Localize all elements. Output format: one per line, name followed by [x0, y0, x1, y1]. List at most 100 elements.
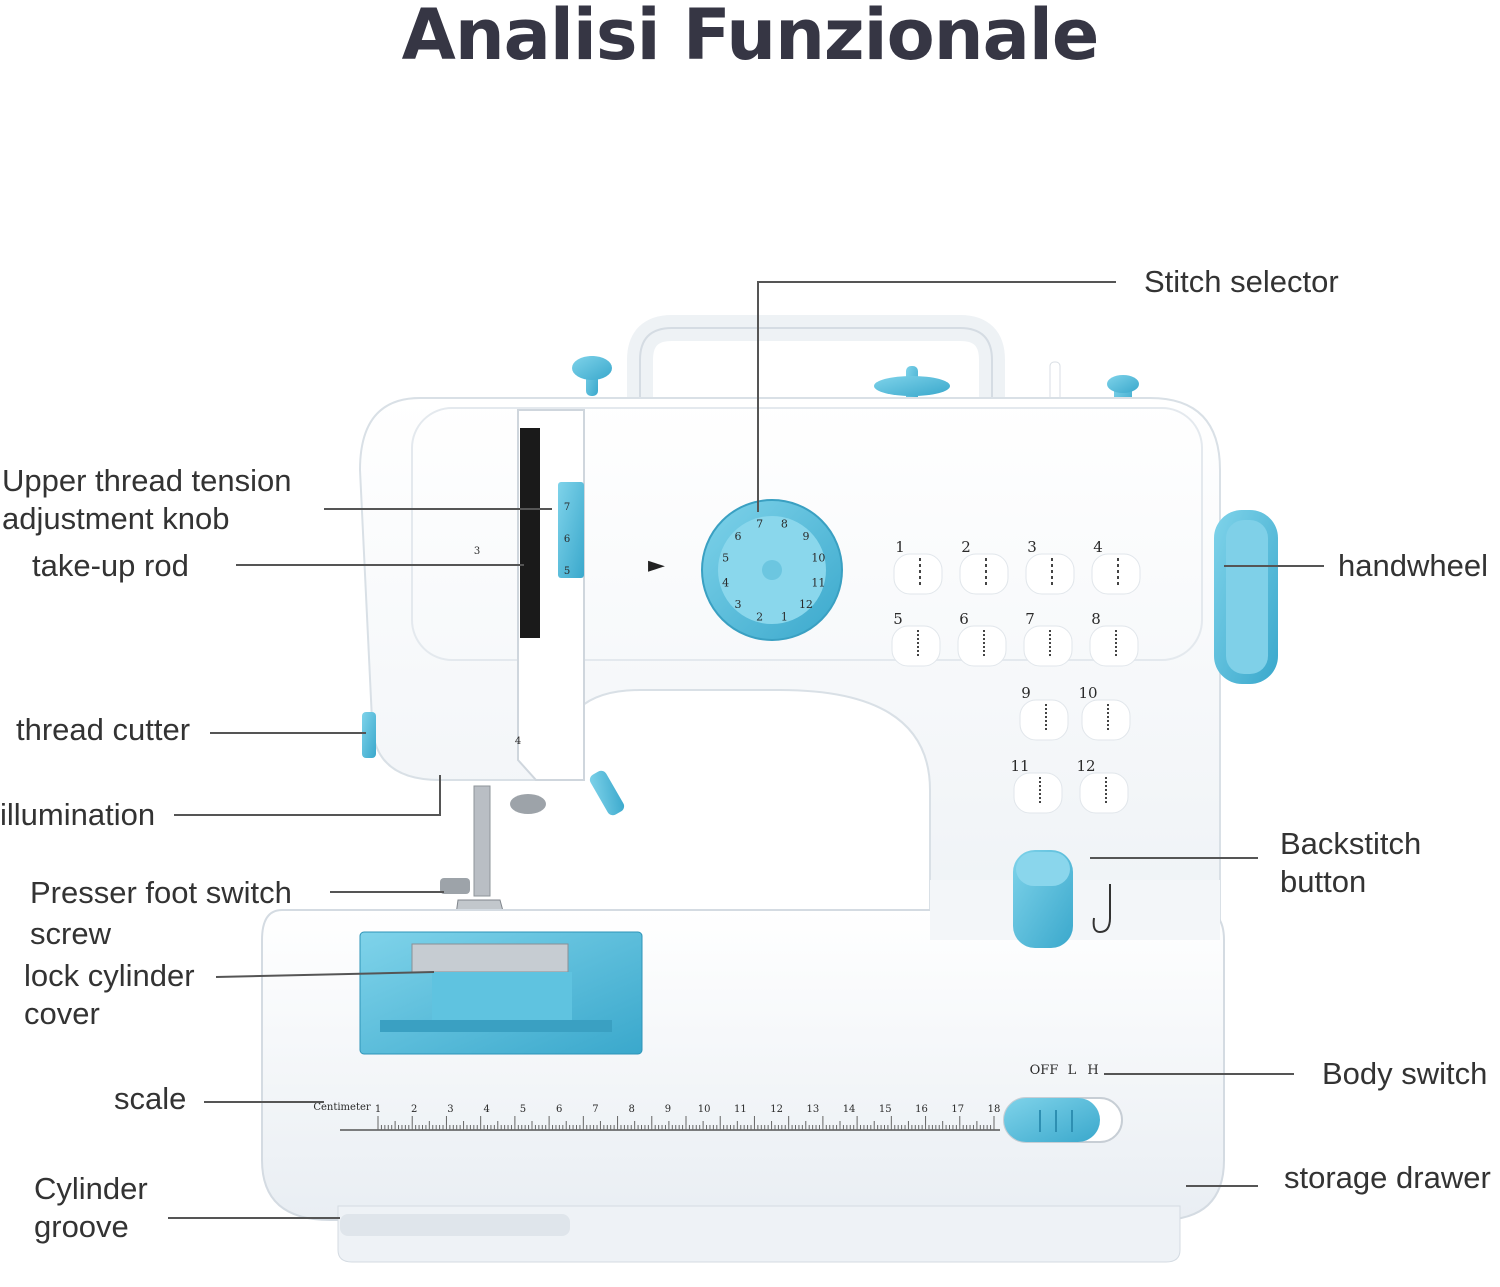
dial-number: 3	[735, 598, 742, 611]
ruler-number: 10	[698, 1104, 711, 1115]
dial-number: 11	[811, 576, 825, 589]
label-presser-foot-line2: screw	[30, 916, 111, 951]
label-upper-thread-tension-line2: adjustment knob	[2, 501, 230, 536]
stitch-number: 10	[1078, 684, 1097, 702]
label-storage-drawer: storage drawer	[1284, 1160, 1491, 1195]
label-upper-thread-tension: Upper thread tension adjustment knob	[2, 462, 292, 538]
stitch-number: 2	[961, 538, 971, 556]
stitch-number: 8	[1091, 610, 1101, 628]
ruler-number: 9	[665, 1104, 671, 1115]
stitch-number: 3	[1027, 538, 1037, 556]
stitch-number: 12	[1076, 757, 1095, 775]
ruler-number: 8	[628, 1104, 634, 1115]
spool-pin-left	[572, 356, 612, 396]
tension-number: 6	[564, 534, 570, 545]
side-mark: 4	[515, 736, 521, 747]
label-handwheel: handwheel	[1338, 548, 1488, 583]
stitch-pattern-drop	[1089, 625, 1139, 667]
label-lock-cylinder-line1: lock cylinder	[24, 958, 195, 993]
handwheel-wheel	[1214, 510, 1278, 684]
tension-number: 7	[564, 502, 570, 513]
ruler-number: 17	[951, 1104, 964, 1115]
dial-number: 7	[756, 518, 763, 531]
ruler-number: 12	[770, 1104, 783, 1115]
label-backstitch-button: Backstitch button	[1280, 825, 1421, 901]
ruler-number: 2	[411, 1104, 417, 1115]
stitch-pattern-drop	[959, 553, 1009, 595]
body-switch-shape	[1003, 1097, 1123, 1143]
ruler-number: 5	[520, 1104, 526, 1115]
dial-number: 2	[756, 610, 763, 623]
stitch-number: 7	[1025, 610, 1035, 628]
stitch-pattern-drop	[891, 625, 941, 667]
ruler-number: 6	[556, 1104, 562, 1115]
stitch-pattern-drop	[1079, 772, 1129, 814]
ruler-number: 16	[915, 1104, 928, 1115]
svg-text:►: ►	[648, 553, 665, 578]
presser-foot-lever	[589, 770, 625, 816]
side-mark: 3	[474, 546, 480, 557]
ruler-number: 14	[843, 1104, 856, 1115]
stitch-pattern-drop	[1025, 553, 1075, 595]
dial-number: 6	[735, 530, 742, 543]
ruler-number: 13	[806, 1104, 819, 1115]
label-cylinder-groove-line1: Cylinder	[34, 1171, 148, 1206]
stitch-pattern-drop	[957, 625, 1007, 667]
label-backstitch-line1: Backstitch	[1280, 826, 1422, 861]
dial-number: 5	[722, 552, 729, 565]
ruler-number: 1	[375, 1104, 381, 1115]
label-presser-foot-line1: Presser foot switch	[30, 875, 292, 910]
ruler-number: 4	[484, 1104, 490, 1115]
stitch-pattern-drop	[1091, 553, 1141, 595]
stitch-number: 4	[1093, 538, 1103, 556]
stitch-pattern-drop	[1081, 699, 1131, 741]
ruler-number: 15	[879, 1104, 892, 1115]
dial-number: 12	[799, 598, 813, 611]
bobbin-cover-plate	[359, 931, 643, 1055]
tension-knob	[558, 482, 584, 578]
label-cylinder-groove-line2: groove	[34, 1209, 129, 1244]
dial-number: 10	[811, 552, 825, 565]
switch-label: L	[1068, 1063, 1077, 1078]
label-scale: scale	[114, 1081, 187, 1116]
ruler-unit: Centimeter	[313, 1102, 371, 1113]
label-stitch-selector: Stitch selector	[1144, 264, 1339, 299]
stitch-number: 6	[959, 610, 969, 628]
take-up-slot	[520, 428, 540, 638]
stitch-pattern-drop	[1013, 772, 1063, 814]
label-take-up-rod: take-up rod	[32, 548, 189, 583]
label-thread-cutter: thread cutter	[16, 712, 191, 747]
ruler-number: 3	[447, 1104, 453, 1115]
stitch-selector-dial	[701, 499, 843, 641]
dial-number: 8	[781, 518, 788, 531]
label-presser-foot-switch-screw: Presser foot switch screw	[30, 874, 292, 953]
ruler-number: 7	[592, 1104, 598, 1115]
switch-label: H	[1087, 1063, 1098, 1078]
tension-number: 5	[564, 566, 570, 577]
page-title: Analisi Funzionale	[401, 0, 1100, 76]
stitch-pattern-drop	[1023, 625, 1073, 667]
stitch-pattern-drop	[893, 553, 943, 595]
label-lock-cylinder-cover: lock cylinder cover	[24, 957, 195, 1033]
label-upper-thread-tension-line1: Upper thread tension	[2, 463, 292, 498]
cylinder-groove-slot	[340, 1214, 570, 1236]
ruler-scale	[340, 1116, 1000, 1131]
stitch-number: 9	[1021, 684, 1031, 702]
stitch-number: 5	[893, 610, 903, 628]
stitch-number: 1	[895, 538, 905, 556]
label-lock-cylinder-line2: cover	[24, 996, 100, 1031]
thread-cutter-blade	[362, 712, 376, 758]
label-illumination: illumination	[0, 797, 156, 832]
ruler-number: 11	[734, 1104, 747, 1115]
dial-number: 4	[722, 576, 729, 589]
stitch-pattern-drop	[1019, 699, 1069, 741]
dial-number: 9	[802, 530, 809, 543]
label-cylinder-groove: Cylinder groove	[34, 1170, 148, 1246]
ruler-number: 18	[988, 1104, 1001, 1115]
label-body-switch: Body switch	[1322, 1056, 1488, 1091]
dial-number: 1	[781, 610, 788, 623]
label-backstitch-line2: button	[1280, 864, 1367, 899]
stitch-number: 11	[1010, 757, 1029, 775]
switch-label: OFF	[1030, 1063, 1059, 1078]
